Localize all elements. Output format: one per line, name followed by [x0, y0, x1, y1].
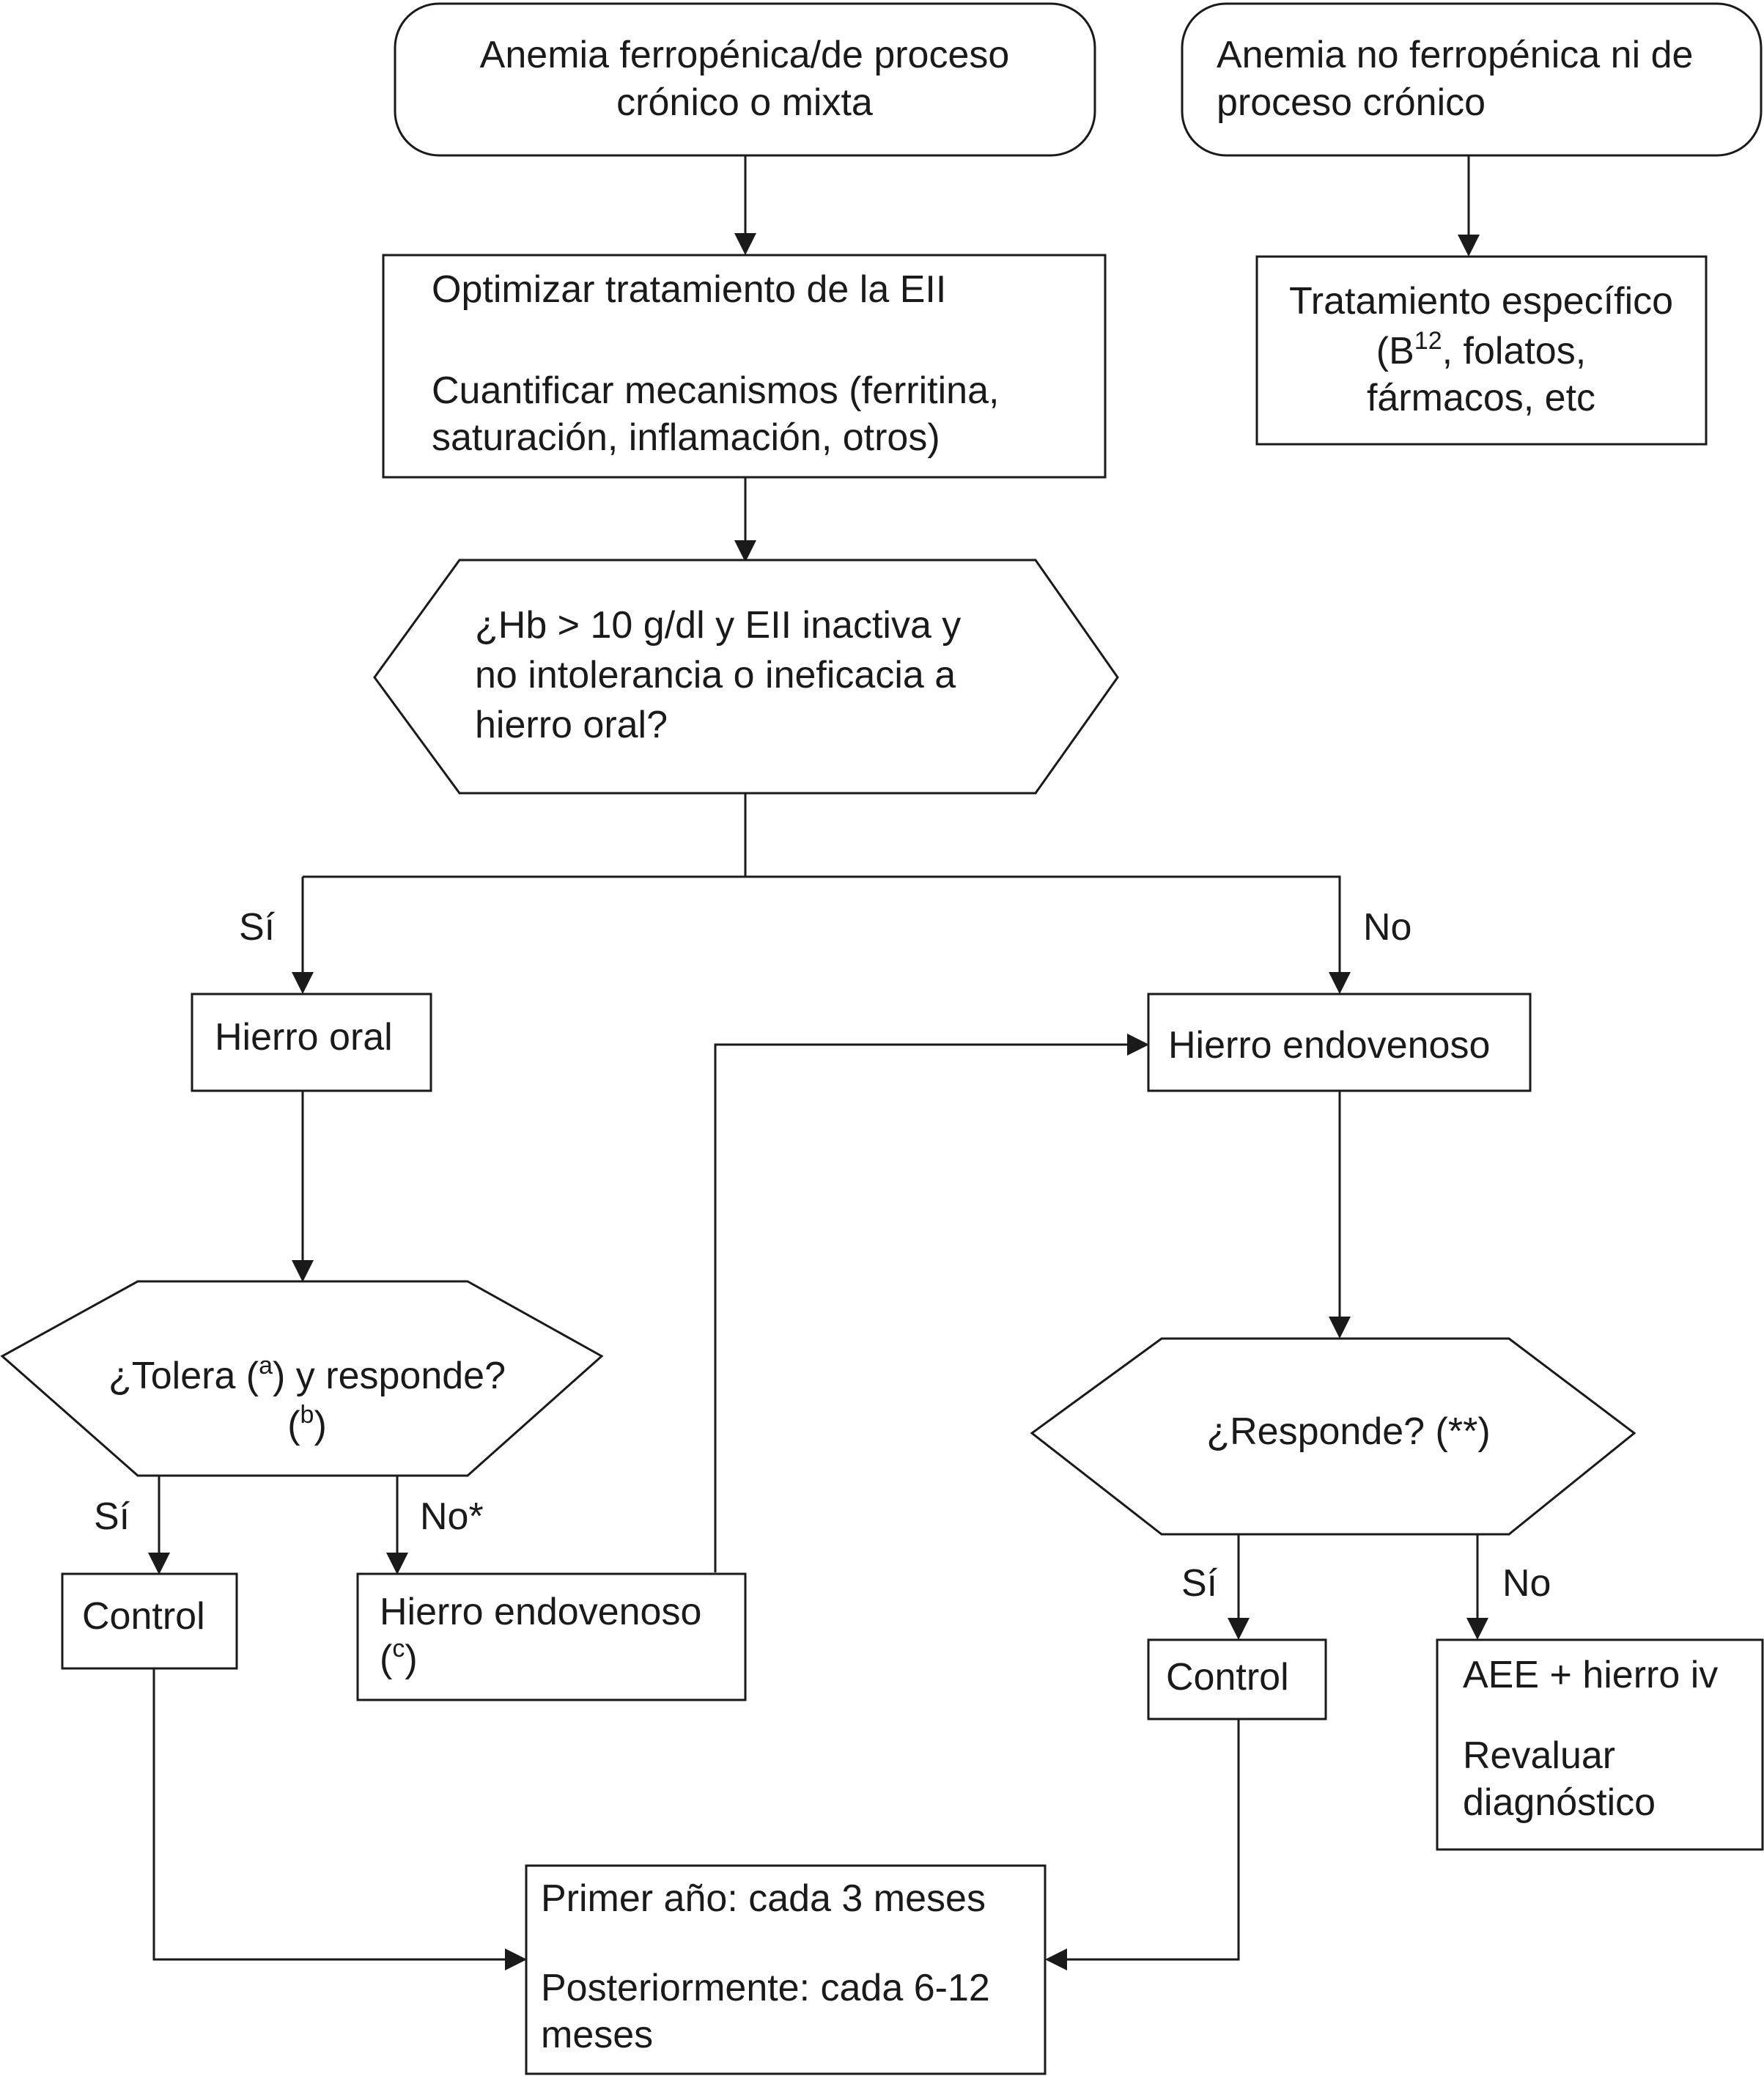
node-tratamiento-especifico-line1: Tratamiento específico	[1289, 280, 1673, 323]
edge-control-right-to-seguimiento	[1045, 1719, 1240, 1970]
node-seguimiento-line2: Posteriormente: cada 6-12	[541, 1967, 990, 2009]
decision-hb-line1: ¿Hb > 10 g/dl y EII inactiva y	[475, 604, 961, 647]
decision-hb-line3: hierro oral?	[475, 704, 668, 746]
edge-label-no-tolera: No*	[420, 1495, 484, 1538]
node-anemia-no-ferropenica: Anemia no ferropénica ni de proceso crón…	[1181, 2, 1763, 157]
node-seguimiento: Primer año: cada 3 meses Posteriormente:…	[525, 1864, 1047, 2075]
node-anemia-ferropenica: Anemia ferropénica/de proceso crónico o …	[394, 2, 1096, 157]
edge-hierro-c-to-hierro-endovenoso	[714, 1034, 1149, 1572]
node-hierro-endovenoso-c: Hierro endovenoso (c)	[356, 1572, 747, 1701]
node-control-right: Control	[1147, 1638, 1327, 1720]
node-hierro-endovenoso-c-line1: Hierro endovenoso	[380, 1591, 701, 1633]
node-seguimiento-line1: Primer año: cada 3 meses	[541, 1877, 986, 1920]
edge-label-si-tolera: Sí	[94, 1495, 130, 1538]
edge-label-no-responde: No	[1502, 1562, 1551, 1605]
node-aee-line3: diagnóstico	[1463, 1781, 1656, 1824]
node-aee: AEE + hierro iv Revaluar diagnóstico	[1436, 1638, 1764, 1851]
node-anemia-ferropenica-line1: Anemia ferropénica/de proceso	[480, 34, 1010, 76]
decision-tolera-line2: (b)	[287, 1401, 327, 1446]
edge-label-no-main: No	[1363, 906, 1411, 949]
edge-control-left-to-seguimiento	[152, 1668, 527, 1970]
node-control-left: Control	[61, 1572, 238, 1670]
node-hierro-endovenoso-right: Hierro endovenoso	[1147, 993, 1532, 1092]
decision-tolera-line1: ¿Tolera (a) y responde?	[108, 1352, 506, 1397]
node-seguimiento-line3: meses	[541, 2014, 653, 2056]
node-optimizar-line1: Optimizar tratamiento de la EII	[432, 268, 946, 311]
decision-hb-line2: no intolerancia o ineficacia a	[475, 654, 956, 696]
node-hierro-endovenoso-right-label: Hierro endovenoso	[1168, 1024, 1490, 1067]
node-hierro-oral: Hierro oral	[191, 993, 432, 1092]
node-optimizar-line2: Cuantificar mecanismos (ferritina,	[432, 369, 999, 412]
node-tratamiento-especifico-line3: fármacos, etc	[1367, 377, 1595, 419]
decision-hb: ¿Hb > 10 g/dl y EII inactiva y no intole…	[373, 559, 1119, 795]
decision-responde-label: ¿Responde? (**)	[1206, 1410, 1490, 1453]
decision-tolera: ¿Tolera (a) y responde? (b)	[0, 1280, 604, 1477]
node-optimizar: Optimizar tratamiento de la EII Cuantifi…	[382, 254, 1107, 479]
node-optimizar-line3: saturación, inflamación, otros)	[432, 416, 940, 459]
edge-decision-to-hierro-endovenoso	[745, 875, 1351, 994]
edge-decision-split	[303, 793, 747, 878]
node-aee-line1: AEE + hierro iv	[1463, 1654, 1718, 1696]
node-anemia-no-ferropenica-line1: Anemia no ferropénica ni de	[1217, 34, 1693, 76]
node-tratamiento-especifico-line2: (B12, folatos,	[1376, 327, 1586, 372]
node-control-left-label: Control	[82, 1595, 205, 1638]
node-tratamiento-especifico: Tratamiento específico (B12, folatos, fá…	[1255, 255, 1708, 446]
node-anemia-ferropenica-line2: crónico o mixta	[616, 81, 873, 124]
node-control-right-label: Control	[1166, 1656, 1289, 1698]
node-hierro-endovenoso-c-line2: (c)	[380, 1635, 418, 1680]
node-hierro-oral-label: Hierro oral	[215, 1016, 393, 1059]
edge-label-si-main: Sí	[239, 906, 276, 949]
decision-responde: ¿Responde? (**)	[1030, 1337, 1636, 1536]
node-anemia-no-ferropenica-line2: proceso crónico	[1217, 81, 1486, 124]
node-aee-line2: Revaluar	[1463, 1734, 1615, 1777]
connectors	[148, 155, 1488, 1970]
edge-label-si-responde: Sí	[1181, 1562, 1218, 1605]
